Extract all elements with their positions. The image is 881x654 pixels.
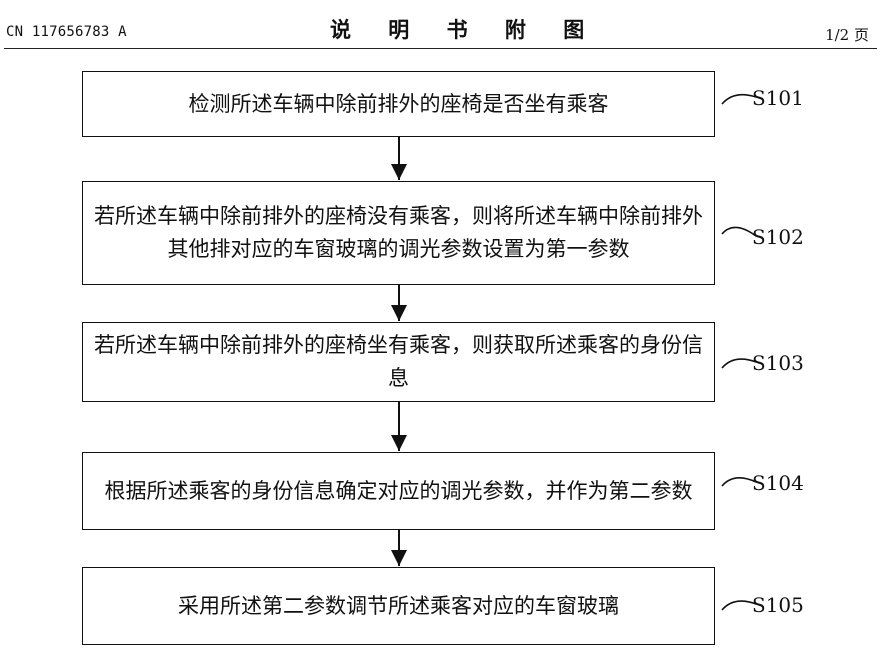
step-text-s101: 检测所述车辆中除前排外的座椅是否坐有乘客 — [188, 91, 609, 116]
leader-s104 — [721, 477, 757, 487]
step-label-s103: S103 — [752, 351, 804, 375]
page-number: 1/2 页 — [825, 26, 869, 44]
header-divider — [4, 48, 877, 49]
step-text-s103: 若所述车辆中除前排外的座椅坐有乘客，则获取所述乘客的身份信息 — [94, 333, 703, 390]
step-box-s103: 若所述车辆中除前排外的座椅坐有乘客，则获取所述乘客的身份信息 — [82, 322, 715, 402]
step-box-s101: 检测所述车辆中除前排外的座椅是否坐有乘客 — [82, 71, 715, 137]
leader-s105 — [721, 600, 757, 611]
step-text-s102: 若所述车辆中除前排外的座椅没有乘客，则将所述车辆中除前排外其他排对应的车窗玻璃的… — [94, 204, 703, 261]
step-label-s104: S104 — [752, 471, 804, 495]
step-text-s104: 根据所述乘客的身份信息确定对应的调光参数，并作为第二参数 — [104, 478, 693, 503]
page-title: 说 明 书 附 图 — [330, 18, 600, 42]
leader-s102 — [721, 226, 757, 237]
leader-s101 — [721, 93, 757, 105]
publication-number: CN 117656783 A — [6, 24, 127, 40]
step-text-s105: 采用所述第二参数调节所述乘客对应的车窗玻璃 — [178, 593, 619, 618]
step-label-s105: S105 — [752, 593, 804, 617]
step-box-s102: 若所述车辆中除前排外的座椅没有乘客，则将所述车辆中除前排外其他排对应的车窗玻璃的… — [82, 181, 715, 285]
step-box-s105: 采用所述第二参数调节所述乘客对应的车窗玻璃 — [82, 567, 715, 645]
step-label-s101: S101 — [752, 86, 804, 110]
step-box-s104: 根据所述乘客的身份信息确定对应的调光参数，并作为第二参数 — [82, 452, 715, 530]
step-label-s102: S102 — [752, 225, 804, 249]
leader-s103 — [721, 358, 757, 369]
